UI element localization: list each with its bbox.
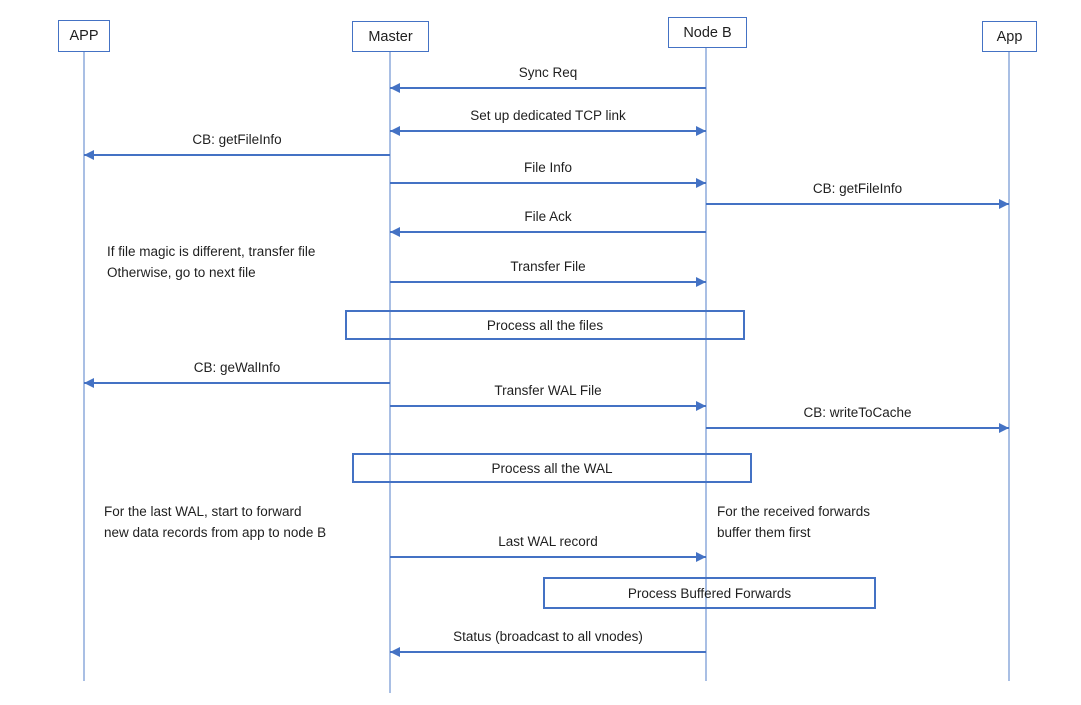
setup-tcp-link-label: Set up dedicated TCP link: [470, 108, 626, 123]
last-wal-record-arrowhead-right: [696, 552, 706, 562]
note-file-magic: If file magic is different, transfer fil…: [107, 242, 315, 283]
cb-gewalinfo-line: [84, 382, 390, 384]
node-b-lifeline: [705, 48, 707, 681]
last-wal-record-label: Last WAL record: [498, 534, 598, 549]
cb-gewalinfo-arrowhead-left: [84, 378, 94, 388]
cb-getfileinfo-left-arrowhead-left: [84, 150, 94, 160]
actor-node-b: Node B: [668, 17, 747, 48]
process-all-the-wal-box: Process all the WAL: [352, 453, 752, 483]
transfer-wal-file-arrowhead-right: [696, 401, 706, 411]
setup-tcp-link-arrowhead-left: [390, 126, 400, 136]
cb-writetocache-arrowhead-right: [999, 423, 1009, 433]
master-lifeline: [389, 52, 391, 693]
cb-getfileinfo-right-arrowhead-right: [999, 199, 1009, 209]
sync-req-line: [390, 87, 706, 89]
actor-master: Master: [352, 21, 429, 52]
cb-writetocache-label: CB: writeToCache: [803, 405, 912, 420]
file-ack-arrowhead-left: [390, 227, 400, 237]
note-last-wal-forward-line-1: For the last WAL, start to forward: [104, 504, 302, 519]
note-file-magic-line-2: Otherwise, go to next file: [107, 264, 256, 280]
transfer-file-arrowhead-right: [696, 277, 706, 287]
sync-req-label: Sync Req: [518, 65, 578, 80]
setup-tcp-link-line: [390, 130, 706, 132]
cb-getfileinfo-right-line: [706, 203, 1009, 205]
note-received-forwards-line-2: buffer them first: [717, 524, 811, 540]
file-ack-line: [390, 231, 706, 233]
cb-writetocache-line: [706, 427, 1009, 429]
transfer-wal-file-label: Transfer WAL File: [494, 383, 602, 398]
note-received-forwards: For the received forwards buffer them fir…: [717, 502, 870, 543]
transfer-file-label: Transfer File: [510, 259, 586, 274]
note-received-forwards-line-1: For the received forwards: [717, 504, 871, 519]
cb-getfileinfo-right-label: CB: getFileInfo: [812, 181, 903, 196]
status-broadcast-label: Status (broadcast to all vnodes): [453, 629, 643, 644]
last-wal-record-line: [390, 556, 706, 558]
file-info-line: [390, 182, 706, 184]
process-all-the-files-box: Process all the files: [345, 310, 745, 340]
file-ack-label: File Ack: [524, 209, 572, 224]
file-info-arrowhead-right: [696, 178, 706, 188]
app-left-lifeline: [83, 52, 85, 681]
note-file-magic-line-1: If file magic is different, transfer fil…: [107, 244, 316, 259]
sync-req-arrowhead-left: [390, 83, 400, 93]
cb-getfileinfo-left-label: CB: getFileInfo: [192, 132, 282, 147]
cb-getfileinfo-left-line: [84, 154, 390, 156]
cb-gewalinfo-label: CB: geWalInfo: [193, 360, 281, 375]
note-last-wal-forward: For the last WAL, start to forward new da…: [104, 502, 326, 543]
status-broadcast-line: [390, 651, 706, 653]
transfer-wal-file-line: [390, 405, 706, 407]
file-info-label: File Info: [523, 160, 573, 175]
note-last-wal-forward-line-2: new data records from app to node B: [104, 524, 327, 540]
setup-tcp-link-arrowhead-right: [696, 126, 706, 136]
transfer-file-line: [390, 281, 706, 283]
actor-app-left: APP: [58, 20, 110, 52]
status-broadcast-arrowhead-left: [390, 647, 400, 657]
app-right-lifeline: [1008, 52, 1010, 681]
process-buffered-forwards-box: Process Buffered Forwards: [543, 577, 876, 609]
actor-app-right: App: [982, 21, 1037, 52]
